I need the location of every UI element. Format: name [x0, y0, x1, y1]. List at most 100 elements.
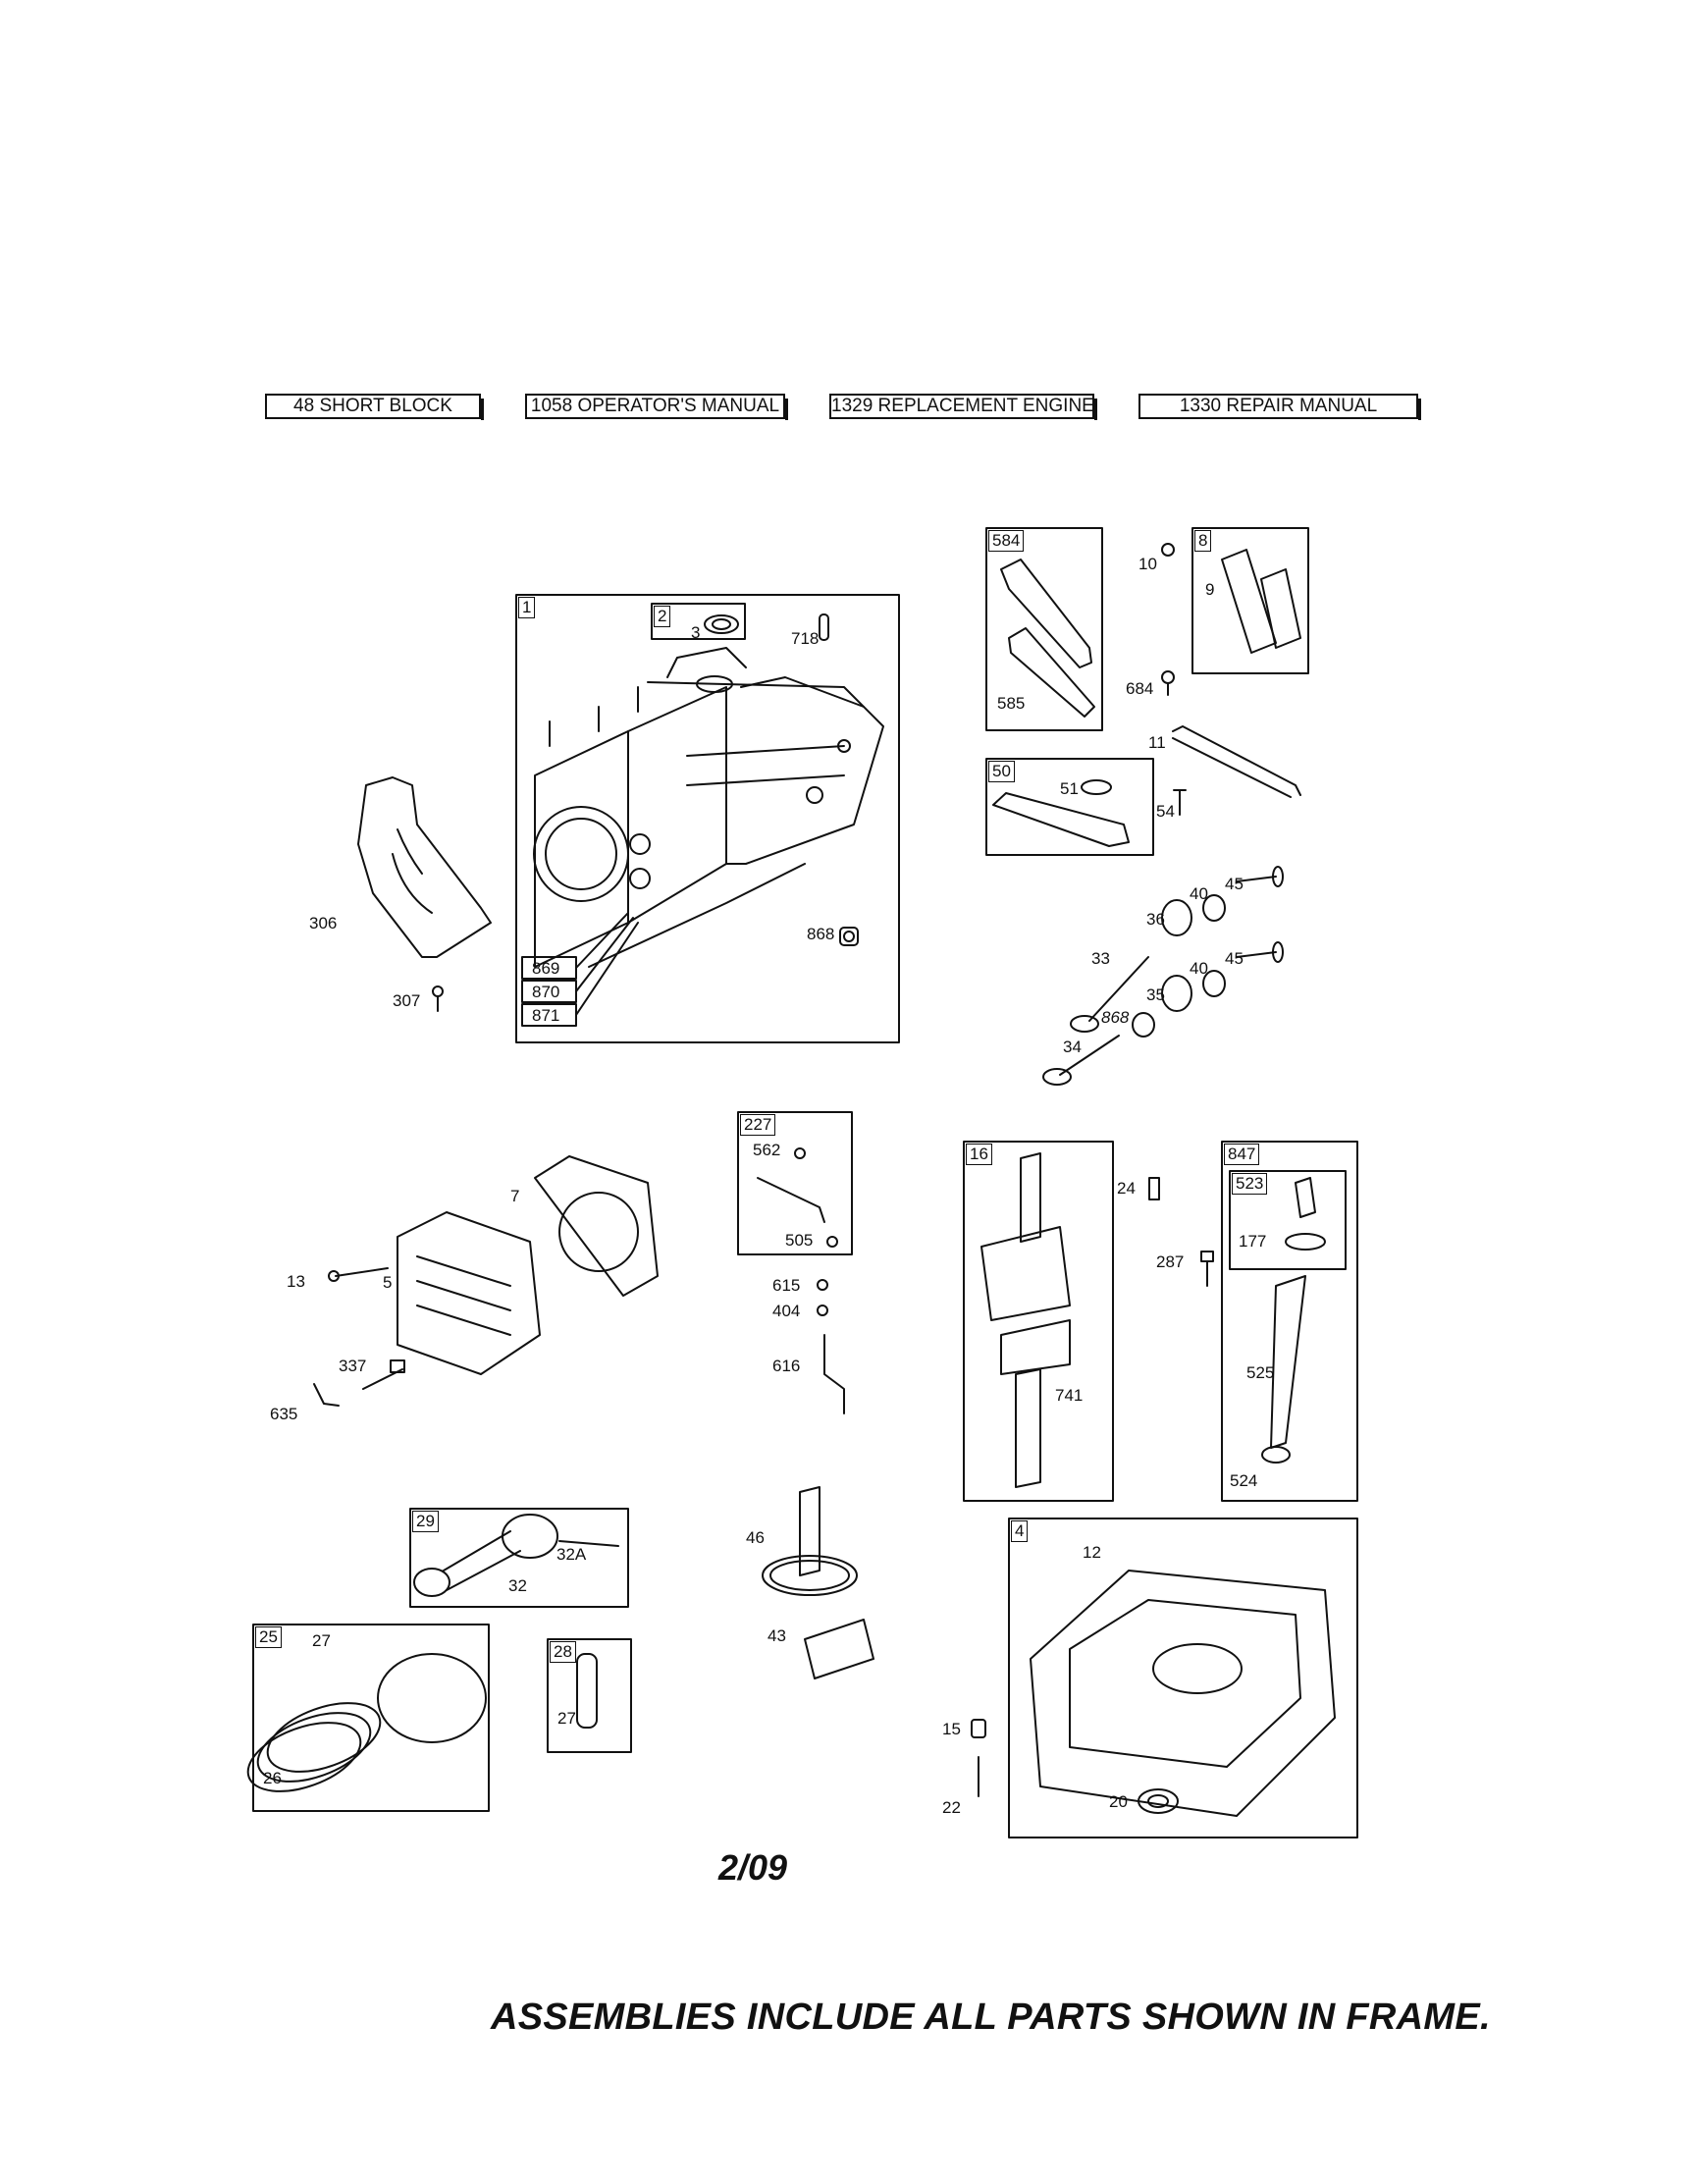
frame-label-28: 28: [550, 1641, 576, 1663]
frame-4: [1008, 1518, 1358, 1838]
frame-16: [963, 1141, 1114, 1502]
callout-10: 10: [1138, 555, 1157, 573]
frame-label-8: 8: [1194, 530, 1212, 552]
oil-fill-plug-868: [839, 927, 859, 946]
connecting-rod-illustration: [413, 1514, 619, 1597]
frame-584: [985, 527, 1103, 731]
plug-287: [1200, 1251, 1214, 1287]
piston-pin-illustration: [576, 1653, 598, 1729]
callout-868-a: 868: [807, 925, 835, 943]
breather-illustration: [992, 779, 1130, 847]
callout-505: 505: [785, 1231, 814, 1250]
frame-label-227: 227: [740, 1114, 776, 1136]
frame-label-847: 847: [1224, 1144, 1260, 1165]
callout-337: 337: [339, 1357, 367, 1375]
screw-684: [1161, 670, 1175, 696]
callout-9: 9: [1205, 580, 1215, 599]
callout-616: 616: [772, 1357, 801, 1375]
screw-54: [1173, 789, 1187, 816]
callout-43: 43: [768, 1626, 786, 1645]
callout-26: 26: [263, 1769, 282, 1787]
valve-train-illustration: [1042, 866, 1284, 1086]
air-guide-306: [357, 776, 492, 958]
callout-36: 36: [1146, 910, 1165, 929]
callout-741: 741: [1055, 1386, 1084, 1405]
header-box-repair-manual: 1330 REPAIR MANUAL: [1138, 394, 1421, 420]
washers-615-404-616: [817, 1279, 845, 1414]
frame-523: [1229, 1170, 1347, 1270]
frame-8: [1191, 527, 1309, 674]
sump-illustration: [1030, 1570, 1336, 1817]
frame-label-25: 25: [255, 1626, 282, 1648]
callout-7: 7: [510, 1187, 520, 1205]
callout-307: 307: [393, 991, 421, 1010]
screw-307: [432, 985, 444, 1012]
callout-562: 562: [753, 1141, 781, 1159]
elbow-635: [313, 1383, 340, 1407]
callout-32: 32: [508, 1576, 527, 1595]
callout-5: 5: [383, 1273, 393, 1292]
callout-11: 11: [1148, 733, 1166, 752]
frame-227: [737, 1111, 853, 1255]
callout-20: 20: [1109, 1792, 1128, 1811]
callout-22: 22: [942, 1798, 961, 1817]
frame-label-50: 50: [988, 761, 1015, 782]
callout-27-a: 27: [312, 1631, 331, 1650]
callout-524: 524: [1230, 1471, 1258, 1490]
callout-177: 177: [1239, 1232, 1267, 1251]
revision-date: 2/09: [718, 1847, 788, 1888]
oil-seal-3: [704, 614, 739, 634]
frame-869-871: [521, 912, 639, 1027]
key-24: [1148, 1177, 1160, 1200]
callout-635: 635: [270, 1405, 298, 1423]
frame-29: [409, 1508, 629, 1608]
callout-3: 3: [691, 623, 701, 642]
header-box-short-block: 48 SHORT BLOCK: [265, 394, 484, 420]
callout-40-b: 40: [1190, 959, 1208, 978]
callout-45-b: 45: [1225, 949, 1244, 968]
callout-35: 35: [1146, 985, 1165, 1004]
frame-label-871: 871: [532, 1006, 560, 1025]
callout-24: 24: [1117, 1179, 1136, 1198]
frame-25: [252, 1624, 490, 1812]
header-box-operators-manual: 1058 OPERATOR'S MANUAL: [525, 394, 788, 420]
callout-34: 34: [1063, 1038, 1082, 1056]
callout-15: 15: [942, 1720, 961, 1738]
bolt-13: [328, 1267, 389, 1282]
governor-lever-illustration: [757, 1147, 838, 1248]
frame-label-869: 869: [532, 959, 560, 978]
callout-54: 54: [1156, 802, 1175, 821]
frame-label-870: 870: [532, 983, 560, 1001]
header-box-replacement-engine: 1329 REPLACEMENT ENGINE: [829, 394, 1097, 420]
callout-51: 51: [1060, 779, 1079, 798]
callout-287: 287: [1156, 1252, 1185, 1271]
dipstick-illustration: [1261, 1177, 1326, 1464]
frame-28: [547, 1638, 632, 1753]
callout-868-b: 868: [1101, 1008, 1130, 1027]
frame-label-4: 4: [1011, 1520, 1029, 1542]
frame-2: [651, 603, 746, 640]
crankshaft-illustration: [980, 1152, 1071, 1488]
frame-1: [515, 594, 900, 1043]
cylinder-head-illustration: [397, 1155, 659, 1375]
callout-13: 13: [287, 1272, 305, 1291]
callout-45-a: 45: [1225, 875, 1244, 893]
gasket-seal-illustration: [971, 1719, 1179, 1814]
callout-40-a: 40: [1190, 884, 1208, 903]
frame-label-2: 2: [654, 606, 671, 627]
dowel-pin-718: [819, 613, 829, 641]
frame-label-16: 16: [966, 1144, 992, 1165]
callout-585: 585: [997, 694, 1026, 713]
screw-10: [1161, 543, 1175, 557]
callout-32A: 32A: [556, 1545, 587, 1564]
gasket-584-585-illustration: [1000, 559, 1095, 718]
rocker-cover-illustration: [1221, 549, 1301, 654]
frame-label-29: 29: [412, 1511, 439, 1532]
callout-12: 12: [1083, 1543, 1101, 1562]
assemblies-note: ASSEMBLIES INCLUDE ALL PARTS SHOWN IN FR…: [491, 1997, 1491, 2038]
callout-525: 525: [1246, 1363, 1275, 1382]
callout-718: 718: [791, 629, 820, 648]
callout-27-b: 27: [557, 1709, 576, 1728]
callout-46: 46: [746, 1528, 765, 1547]
frame-label-523: 523: [1232, 1173, 1268, 1195]
